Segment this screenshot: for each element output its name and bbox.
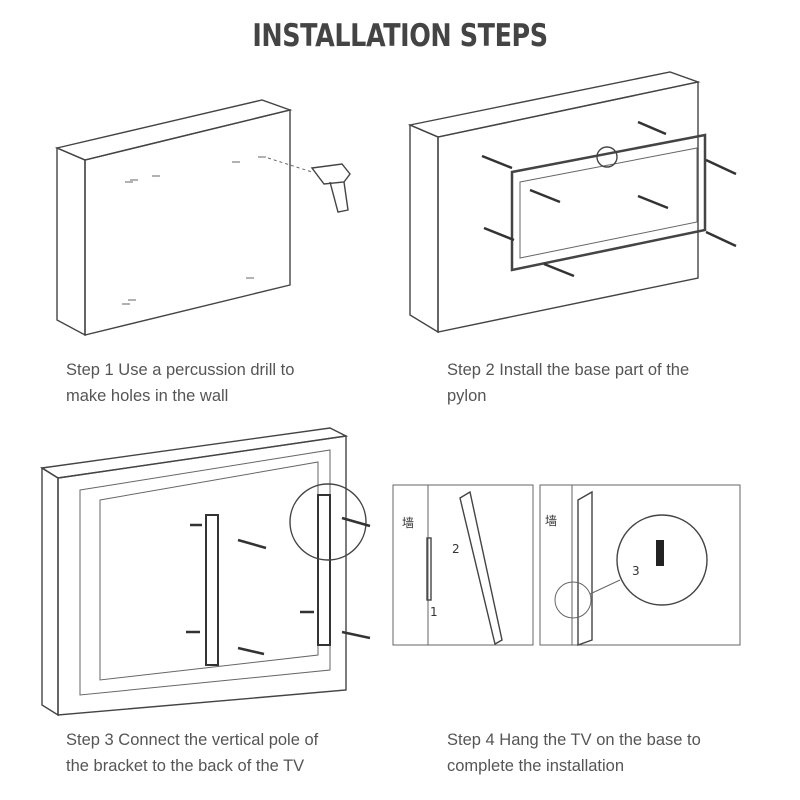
page-title: INSTALLATION STEPS (252, 18, 548, 54)
step1-caption: Step 1 Use a percussion drill to make ho… (66, 357, 294, 409)
step2-illustration (407, 71, 737, 334)
step3-line2: the bracket to the back of the TV (66, 757, 305, 775)
drill-icon (310, 163, 351, 213)
part2-label: 2 (452, 542, 460, 556)
wall-label: 墙 (402, 516, 414, 530)
step1-illustration (54, 99, 351, 337)
wall-label: 墙 (545, 514, 557, 528)
step2-line1: Step 2 Install the base part of the (447, 361, 690, 379)
part1-label: 1 (430, 605, 438, 619)
part3-label: 3 (632, 564, 640, 578)
step2-caption: Step 2 Install the base part of the pylo… (447, 357, 689, 409)
step1-line2: make holes in the wall (66, 387, 229, 405)
step4-caption: Step 4 Hang the TV on the base to comple… (447, 727, 701, 779)
step4-line1: Step 4 Hang the TV on the base to (447, 731, 701, 749)
step3-caption: Step 3 Connect the vertical pole of the … (66, 727, 318, 779)
step3-illustration (39, 427, 371, 717)
step1-line1: Step 1 Use a percussion drill to (66, 361, 295, 379)
step2-line2: pylon (447, 387, 487, 405)
step4-illustration: 墙 2 1 墙 3 (392, 484, 741, 646)
step4-line2: complete the installation (447, 757, 625, 775)
step3-line1: Step 3 Connect the vertical pole of (66, 731, 319, 749)
